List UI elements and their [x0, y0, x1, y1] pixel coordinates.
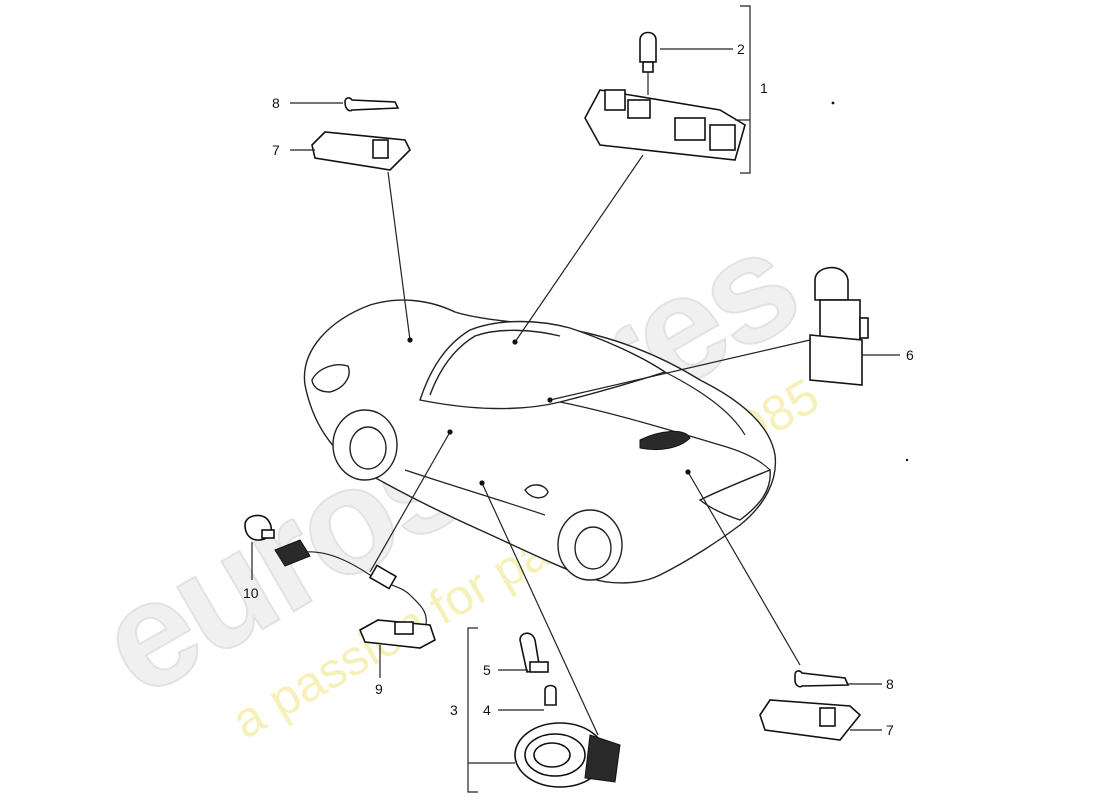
- attach-dot: [512, 339, 518, 345]
- attachment-dots: [407, 101, 909, 486]
- leader-lines: [251, 5, 900, 793]
- attach-dot: [685, 469, 691, 475]
- interior-lamp-bottom[interactable]: [759, 670, 862, 741]
- attach-dot: [831, 101, 835, 105]
- callout-4: 4: [483, 702, 491, 718]
- callout-labels: 2 1 8 7 6 10 9 5 4 3 8 7: [243, 41, 914, 738]
- callout-3: 3: [450, 702, 458, 718]
- callout-1: 1: [760, 80, 768, 96]
- door-lamp-assembly[interactable]: [514, 632, 621, 788]
- car-body: [303, 299, 777, 584]
- switch-part[interactable]: [809, 266, 869, 386]
- attach-dot: [905, 458, 909, 462]
- attach-dot: [447, 429, 453, 435]
- attach-dot: [479, 480, 485, 486]
- attach-dot: [547, 397, 553, 403]
- callout-8-top: 8: [272, 95, 280, 111]
- callout-8-bottom: 8: [886, 676, 894, 692]
- callout-6: 6: [906, 347, 914, 363]
- attach-dot: [407, 337, 413, 343]
- callout-7-bottom: 7: [886, 722, 894, 738]
- interior-lamp-top[interactable]: [311, 97, 411, 171]
- callout-5: 5: [483, 662, 491, 678]
- callout-2: 2: [737, 41, 745, 57]
- door-switch-assembly[interactable]: [244, 514, 436, 649]
- callout-7-top: 7: [272, 142, 280, 158]
- callout-9: 9: [375, 681, 383, 697]
- overhead-light-assembly[interactable]: [584, 31, 746, 161]
- callout-10: 10: [243, 585, 259, 601]
